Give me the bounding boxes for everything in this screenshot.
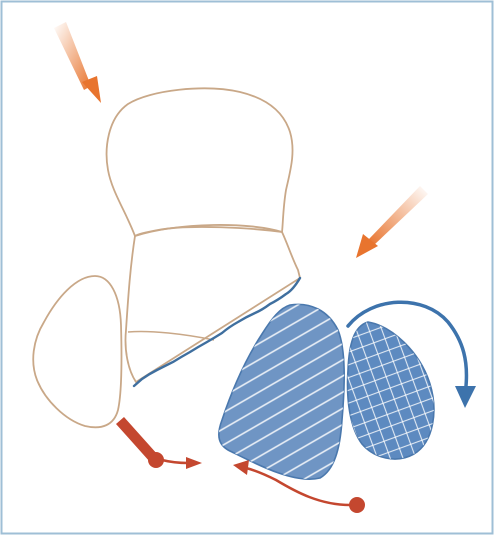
pull-arrow-bottom-pivot (349, 497, 365, 513)
